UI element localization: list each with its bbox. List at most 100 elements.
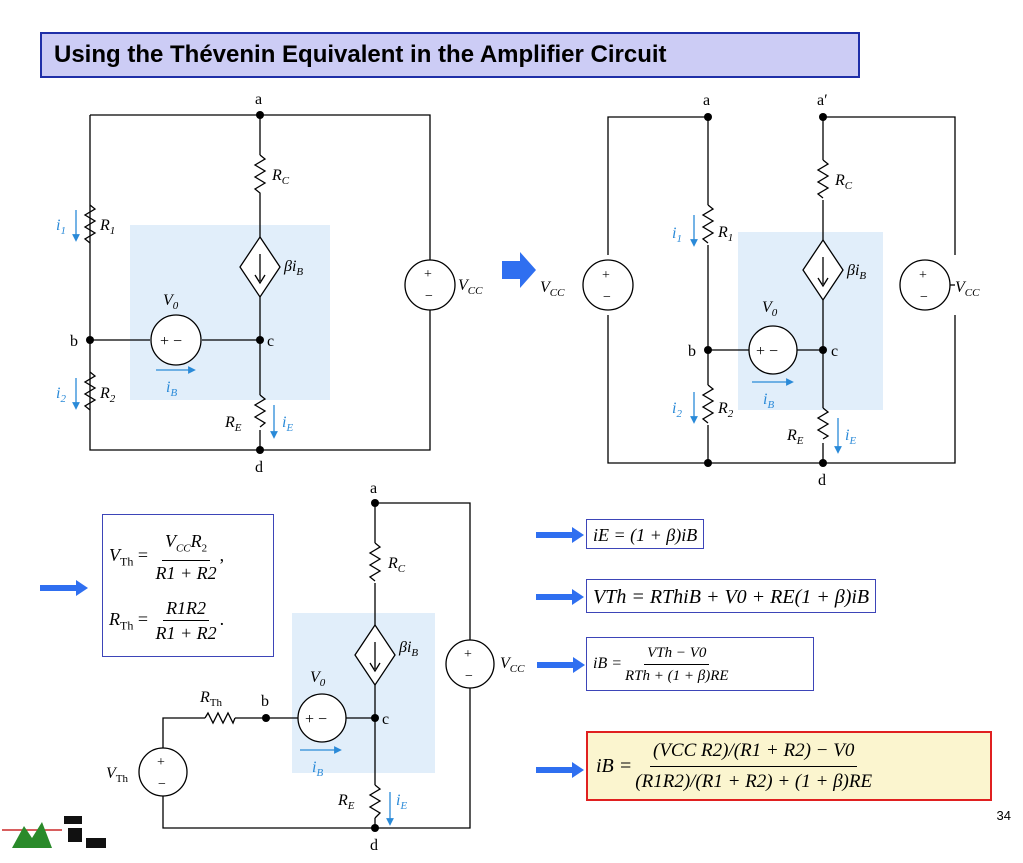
ie-label: i (282, 414, 286, 431)
svg-text:R1: R1 (99, 217, 115, 237)
svg-text:RC: RC (387, 555, 406, 575)
node-a-prime-label: a′ (817, 92, 828, 109)
svg-text:RE: RE (337, 792, 355, 812)
svg-text:V0: V0 (762, 299, 778, 319)
svg-text:R1: R1 (717, 224, 733, 244)
svg-text:RC: RC (834, 172, 853, 192)
beta-ib-label: βi (398, 639, 411, 656)
svg-text:VCC: VCC (540, 279, 565, 299)
svg-text:VTh: VTh (106, 765, 129, 785)
final-ib-equation: iB = (VCC R2)/(R1 + R2) − V0 (R1R2)/(R1 … (586, 731, 992, 801)
ib-label: i (166, 379, 170, 396)
v0-polarity: + − (305, 711, 327, 728)
vcc-plus: + (464, 647, 472, 662)
svg-text:βiB: βiB (846, 262, 866, 282)
node-c-label: c (267, 333, 274, 350)
ib-label: i (763, 391, 767, 408)
slide-number: 34 (996, 808, 1011, 823)
rc-label: R (271, 167, 282, 184)
right-arrow-icon (40, 580, 88, 596)
ib-label: i (312, 759, 316, 776)
vth-minus: − (158, 777, 166, 792)
vcc-plus: + (919, 268, 927, 283)
shaded-region (292, 613, 435, 773)
vcc-right-label: V (955, 279, 967, 296)
node-c-label: c (382, 711, 389, 728)
ie-equation: iE = (1 + β)iB (586, 519, 705, 549)
final-numerator: (VCC R2)/(R1 + R2) − V0 (650, 737, 858, 767)
thevenin-definitions: VTh = VCCR2 R1 + R2 , RTh = R1R2 R1 + R2… (102, 514, 274, 657)
node-b-label: b (70, 333, 78, 350)
rc-label: R (387, 555, 398, 572)
svg-text:iE: iE (845, 427, 856, 447)
svg-text:VCC: VCC (458, 277, 483, 297)
right-arrow-icon (502, 252, 536, 288)
vcc-plus: + (424, 267, 432, 282)
svg-text:i2: i2 (672, 400, 682, 420)
ie-label: i (396, 792, 400, 809)
v0-label: V (762, 299, 774, 316)
ib-denominator: RTh + (1 + β)RE (625, 667, 729, 684)
circuit-original (72, 111, 456, 454)
university-logo (2, 816, 106, 848)
v0-polarity: + − (160, 333, 182, 350)
node-a-label: a (255, 91, 262, 108)
rc-label: R (834, 172, 845, 189)
vcc-minus: − (465, 669, 473, 684)
v0-label: V (163, 292, 175, 309)
svg-text:iB: iB (763, 391, 774, 411)
right-arrow-icon (536, 527, 584, 543)
svg-text:R2: R2 (99, 385, 116, 405)
svg-text:RE: RE (786, 427, 804, 447)
final-denominator: (R1R2)/(R1 + R2) + (1 + β)RE (635, 770, 873, 792)
svg-text:i1: i1 (56, 217, 66, 237)
node-d-label: d (818, 472, 826, 489)
i1-label: i (672, 225, 676, 242)
beta-ib-label: βi (846, 262, 859, 279)
right-arrow-icon (537, 657, 585, 673)
vcc-label: V (458, 277, 470, 294)
i2-label: i (56, 385, 60, 402)
svg-text:iB: iB (166, 379, 177, 399)
circuit-split-source (582, 113, 956, 467)
svg-text:iB: iB (312, 759, 323, 779)
svg-text:VCC: VCC (500, 655, 525, 675)
vcc-label: V (500, 655, 512, 672)
node-b-label: b (688, 343, 696, 360)
right-arrow-icon (536, 589, 584, 605)
rth-numerator: R1R2 (163, 597, 210, 622)
vcc-minus: − (920, 290, 928, 305)
v0-label: V (310, 669, 322, 686)
node-d-label: d (370, 837, 378, 854)
svg-text:i2: i2 (56, 385, 66, 405)
svg-text:V0: V0 (310, 669, 326, 689)
re-label: R (786, 427, 797, 444)
re-label: R (337, 792, 348, 809)
svg-text:VCC: VCC (955, 279, 980, 299)
node-c-label: c (831, 343, 838, 360)
svg-text:iE: iE (396, 792, 407, 812)
shaded-region (130, 225, 330, 400)
node-a-label: a (370, 480, 377, 497)
beta-ib-label: βi (283, 258, 296, 275)
slide-title: Using the Thévenin Equivalent in the Amp… (40, 32, 860, 78)
r1-label: R (99, 217, 110, 234)
svg-text:βiB: βiB (398, 639, 418, 659)
svg-text:βiB: βiB (283, 258, 303, 278)
svg-text:R2: R2 (717, 400, 734, 420)
node-a-label: a (703, 92, 710, 109)
svg-text:RC: RC (271, 167, 290, 187)
vcc-minus: − (425, 289, 433, 304)
vcc-plus: + (602, 268, 610, 283)
node-b-label: b (261, 693, 269, 710)
vth-kvl-equation: VTh = RThiB + V0 + RE(1 + β)iB (586, 579, 877, 613)
rth-label: R (199, 689, 210, 706)
node-d-label: d (255, 459, 263, 476)
svg-text:i1: i1 (672, 225, 682, 245)
circuit-thevenin (138, 499, 495, 832)
i2-label: i (672, 400, 676, 417)
i1-label: i (56, 217, 60, 234)
r2-label: R (99, 385, 110, 402)
v0-polarity: + − (756, 343, 778, 360)
